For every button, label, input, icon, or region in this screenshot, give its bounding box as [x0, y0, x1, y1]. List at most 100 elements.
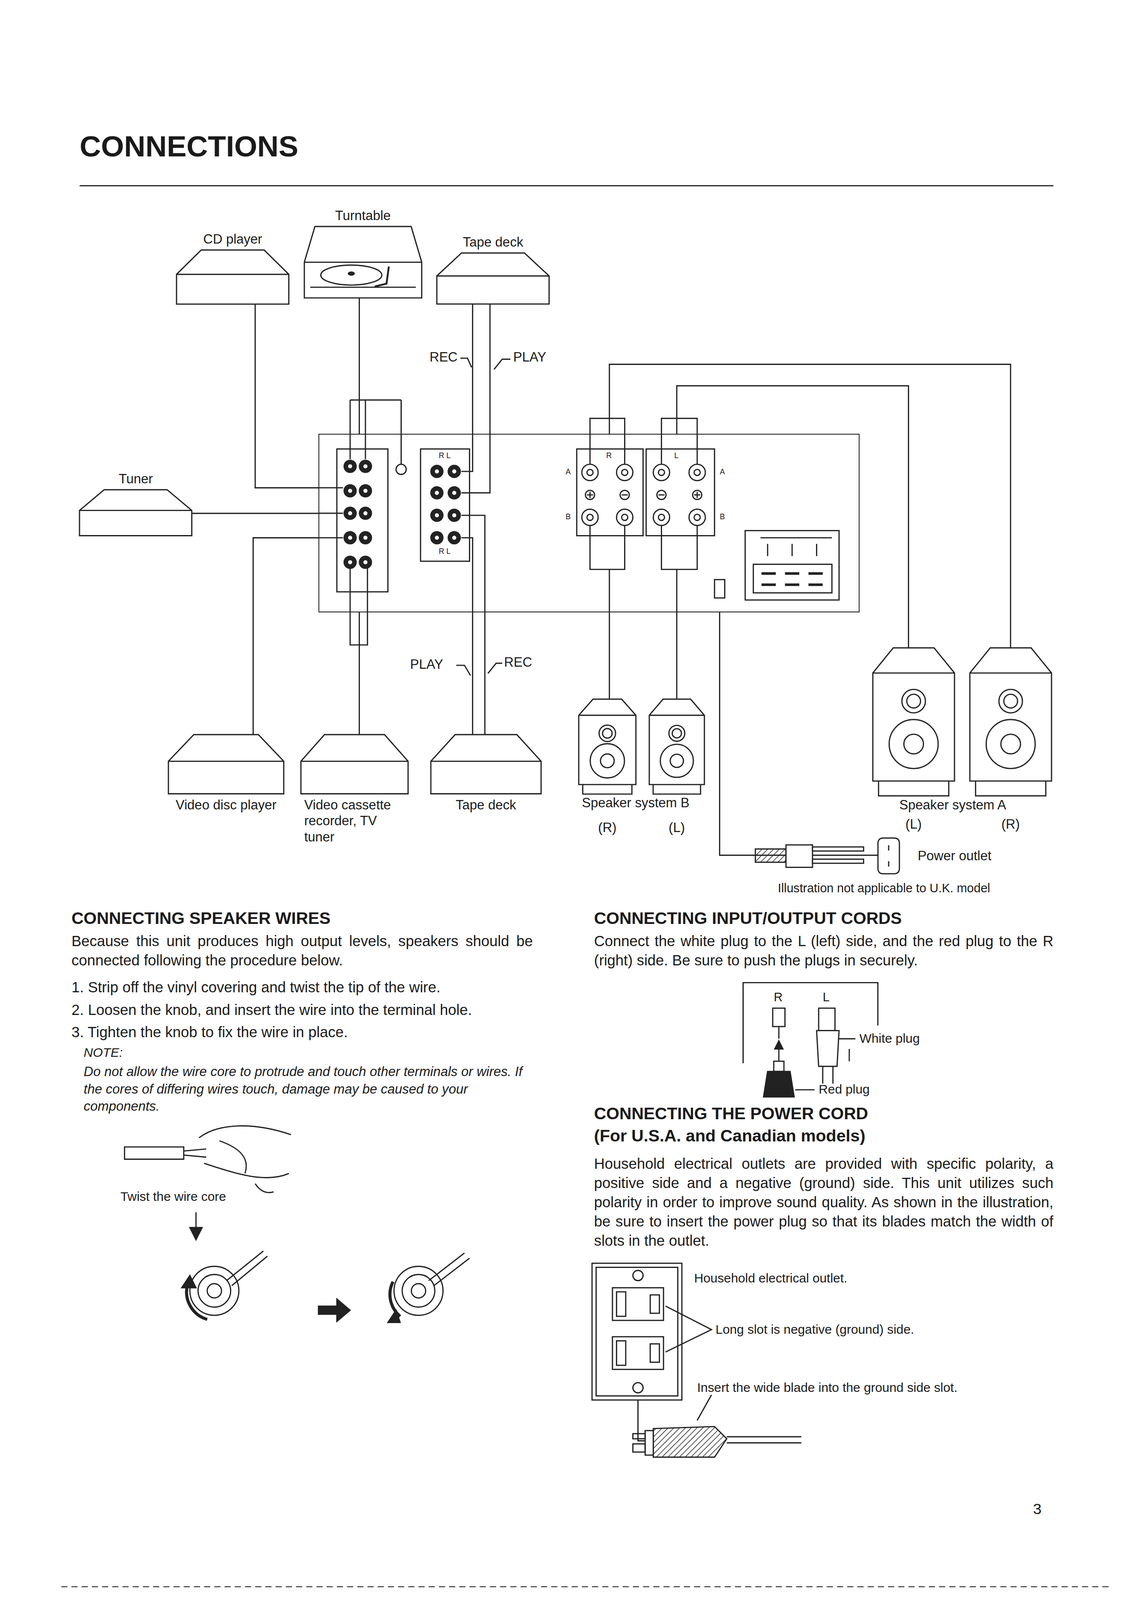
speaker-outline: [969, 647, 1052, 796]
wire-twist-figure: [186, 1284, 208, 1320]
jack-array: [452, 491, 457, 496]
wire-twist-figure: [318, 1299, 351, 1323]
signal-label: PLAY: [409, 657, 445, 672]
speaker-outline: [969, 647, 1052, 796]
signal-cable: [676, 385, 909, 649]
amplifier-panel: [784, 572, 799, 575]
component-label: (L): [905, 816, 922, 833]
amplifier-panel: [760, 537, 832, 539]
note-heading: NOTE:: [83, 1045, 123, 1061]
jack-array: [343, 506, 357, 521]
signal-label: REC: [503, 655, 534, 670]
speaker: (R): [969, 647, 1052, 796]
signal-cable: [676, 612, 678, 700]
turntable-outline: [304, 226, 422, 298]
amplifier-panel: [761, 572, 776, 575]
signal-cable: [191, 512, 319, 515]
wall-outlet-figure: [612, 1337, 664, 1370]
jack-array: [452, 513, 457, 518]
component-label: (R): [1001, 816, 1020, 833]
speaker-caption: Speaker system B: [581, 795, 690, 811]
power-plug: [755, 849, 787, 863]
page-rule: [61, 185, 1113, 1588]
tape-deck: Tape deck: [430, 734, 542, 795]
signal-cable: [489, 304, 491, 434]
terminal-label: A: [565, 467, 571, 477]
cable-bracket: [350, 556, 368, 646]
speaker-driver: [903, 734, 924, 755]
speaker-terminal: [621, 469, 628, 476]
wire-twist-figure: [394, 1266, 444, 1316]
jack-array: [434, 491, 439, 496]
wall-outlet-figure: [612, 1287, 664, 1321]
signal-cable: [255, 304, 319, 489]
leader-tick: [460, 358, 472, 368]
jack-array: [358, 484, 372, 498]
video-cassette-recorder: Video cassette recorder, TV tuner: [300, 734, 409, 795]
jack-array: [447, 486, 461, 500]
amplifier-panel: [420, 449, 470, 562]
power-outlet-outline: [877, 838, 900, 875]
speaker-terminal: [692, 490, 702, 500]
wire-twist-figure: [207, 1284, 222, 1299]
tape-deck-outline: [430, 734, 542, 795]
speaker-driver: [670, 754, 684, 768]
video-disc-player: Video disc player: [168, 734, 284, 795]
cd-player-outline: [176, 250, 289, 305]
speaker-driver: [660, 744, 694, 778]
jack-label: R: [773, 989, 783, 1005]
cd-player-outline: [176, 250, 289, 305]
component-label: Tape deck: [455, 797, 516, 813]
speaker-terminal: [586, 514, 593, 521]
amplifier-panel: [815, 544, 818, 557]
speaker-terminal: [616, 464, 633, 481]
wall-outlet-figure: [650, 1295, 660, 1314]
speaker-terminal: [581, 509, 598, 526]
terminal-label: A: [719, 467, 725, 477]
jack-label: L: [822, 989, 830, 1005]
speaker: (L): [649, 699, 705, 795]
terminal-label: R: [606, 451, 612, 461]
speaker-terminal: [696, 491, 699, 498]
jack-array: [343, 555, 357, 569]
speaker-terminal: [694, 514, 701, 521]
tone-arm: [374, 266, 389, 287]
speaker-terminal: [689, 464, 706, 481]
jack-array: [430, 486, 444, 500]
wall-outlet-figure: [638, 1400, 646, 1442]
jack-array: [343, 484, 357, 498]
component-label: Turntable: [335, 207, 391, 224]
section-heading: CONNECTING SPEAKER WIRES: [71, 908, 331, 929]
terminal-label: R L: [438, 451, 451, 461]
jack-array: [452, 469, 457, 474]
speaker-driver: [889, 719, 939, 769]
jack-array: [434, 469, 439, 474]
speaker-terminal: [589, 491, 591, 498]
turntable: Turntable: [304, 226, 422, 298]
wall-outlet-figure: [592, 1263, 682, 1401]
tape-deck-outline: [436, 253, 550, 304]
component-label: (R): [597, 819, 617, 836]
amplifier-panel: [336, 449, 388, 593]
speaker-outline: [872, 647, 955, 796]
terminal-label: B: [565, 512, 571, 522]
wire-twist-figure: [387, 1310, 401, 1323]
amplifier-panel: [791, 544, 793, 557]
callout-label: White plug: [859, 1030, 920, 1047]
amplifier-panel: [753, 564, 832, 593]
video-disc-player-outline: [168, 734, 284, 795]
wire-twist-figure: [199, 1126, 292, 1193]
jack-array: [347, 464, 353, 469]
jack-array: [347, 511, 353, 516]
wall-outlet-figure: [633, 1434, 646, 1440]
leader-tick: [456, 358, 511, 676]
note-text: Do not allow the wire core to protrude a…: [83, 1063, 534, 1116]
wire-twist-figure: [189, 1227, 203, 1240]
wall-outlet-figure: [650, 1344, 660, 1363]
component-label: Tuner: [118, 471, 154, 487]
jack-array: [447, 508, 461, 522]
speaker-outline: [578, 699, 637, 795]
tuner-outline: [79, 489, 192, 536]
speaker-outline: [578, 699, 637, 795]
wall-outlet-figure: [653, 1426, 727, 1458]
